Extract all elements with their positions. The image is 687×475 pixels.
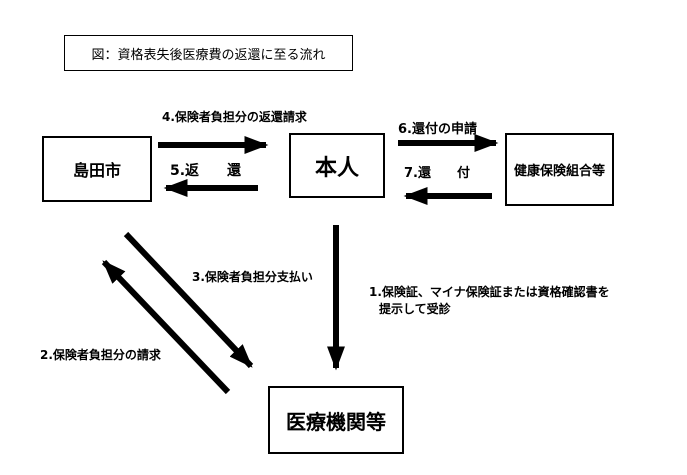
label-step5: 5.返 還 [170,163,242,179]
arrow-step2 [101,259,231,395]
node-shimada-city: 島田市 [42,136,152,202]
label-step6: 6.還付の申請 [398,122,477,137]
label-step2: 2.保険者負担分の請求 [40,348,161,362]
node-self: 本人 [289,133,385,198]
diagram-caption: 図：資格表失後医療費の返還に至る流れ [64,35,353,71]
label-step1-line2: 提示して受診 [379,302,451,316]
label-step4: 4.保険者負担分の返還請求 [162,110,307,124]
node-health-insurance-union: 健康保険組合等 [505,133,614,206]
label-step1-line1: 1.保険証、マイナ保険証または資格確認書を [369,285,610,299]
node-medical-institution: 医療機関等 [268,386,404,454]
arrow-step3 [123,231,254,369]
label-step7: 7.還 付 [404,166,470,181]
label-step3: 3.保険者負担分支払い [192,270,313,284]
